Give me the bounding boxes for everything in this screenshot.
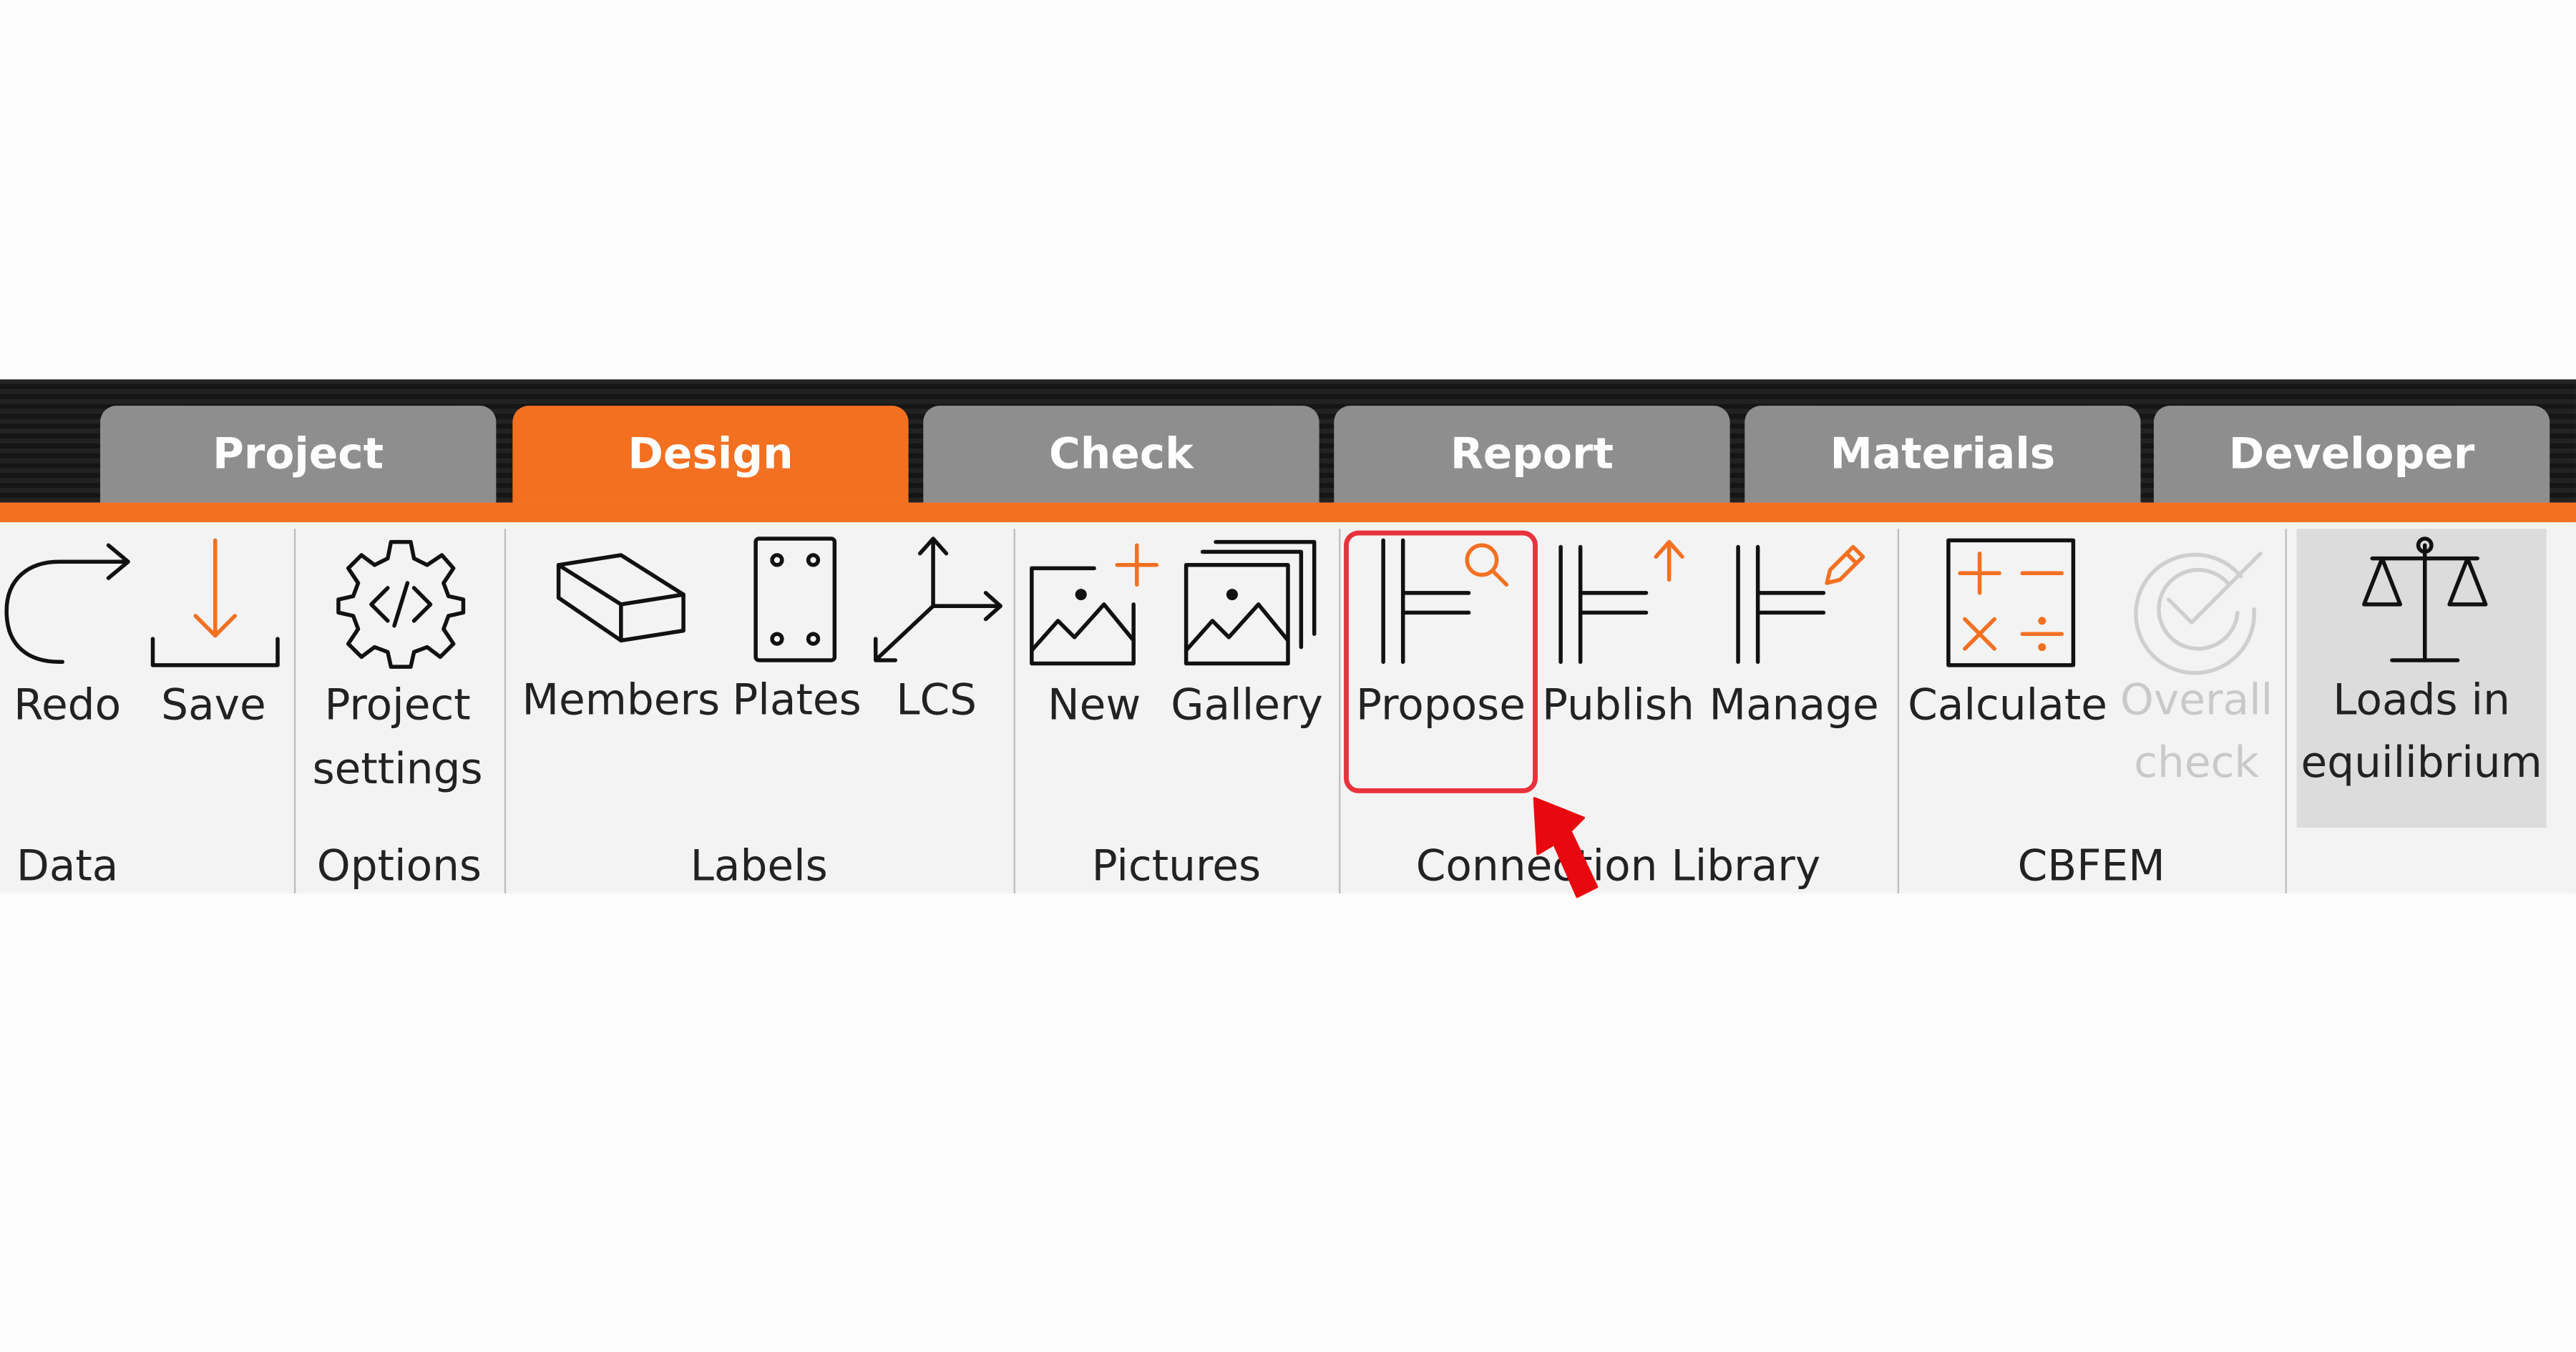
- new-picture-button[interactable]: New: [1025, 529, 1163, 742]
- group-separator: [1339, 529, 1341, 893]
- group-separator: [504, 529, 507, 893]
- group-label-connection-library: Connection Library: [1415, 842, 1821, 892]
- save-icon: [150, 538, 280, 667]
- loads-label-1: Loads in: [2333, 676, 2510, 726]
- members-button[interactable]: Members: [519, 529, 723, 742]
- tab-accent-line: [0, 502, 2576, 523]
- group-label-labels: Labels: [690, 842, 828, 892]
- calculator-icon: [1946, 538, 2076, 667]
- tab-materials[interactable]: Materials: [1745, 406, 2141, 503]
- save-button[interactable]: Save: [145, 529, 283, 742]
- propose-button[interactable]: Propose: [1350, 529, 1531, 742]
- new-picture-icon: [1030, 543, 1159, 666]
- project-settings-label-1: Project: [324, 681, 471, 731]
- gallery-button[interactable]: Gallery: [1166, 529, 1327, 742]
- gear-code-icon: [336, 539, 466, 669]
- plates-button[interactable]: Plates: [729, 529, 864, 742]
- loads-in-equilibrium-button[interactable]: Loads in equilibrium: [2297, 529, 2547, 828]
- overall-check-label-1: Overall: [2119, 676, 2273, 726]
- manage-label: Manage: [1709, 681, 1879, 731]
- tab-design[interactable]: Design: [512, 406, 909, 503]
- tab-project[interactable]: Project: [100, 406, 497, 503]
- plate-icon: [753, 537, 837, 662]
- group-separator: [2285, 529, 2287, 893]
- pointer-arrow-icon: [1533, 797, 1599, 898]
- manage-icon: [1736, 544, 1865, 665]
- tab-report[interactable]: Report: [1334, 406, 1730, 503]
- overall-check-label-2: check: [2134, 739, 2260, 789]
- group-label-data: Data: [16, 842, 119, 892]
- redo-label: Redo: [14, 681, 122, 731]
- group-separator: [1013, 529, 1015, 893]
- group-separator: [293, 529, 296, 893]
- new-picture-label: New: [1047, 681, 1141, 731]
- loads-button-highlight: [2296, 529, 2547, 828]
- publish-icon: [1558, 539, 1684, 665]
- plates-label: Plates: [732, 676, 862, 726]
- tab-check[interactable]: Check: [923, 406, 1319, 503]
- calculate-button[interactable]: Calculate: [1906, 529, 2109, 742]
- lcs-button[interactable]: LCS: [867, 529, 1005, 742]
- tab-developer[interactable]: Developer: [2153, 406, 2550, 503]
- lcs-label: LCS: [896, 676, 977, 726]
- beam-icon: [556, 553, 686, 643]
- publish-label: Publish: [1542, 681, 1694, 731]
- axes-icon: [873, 537, 1002, 662]
- propose-label: Propose: [1356, 681, 1526, 731]
- manage-button[interactable]: Manage: [1705, 529, 1883, 742]
- redo-button[interactable]: Redo: [0, 529, 135, 742]
- group-separator: [1897, 529, 1900, 893]
- scales-icon: [2362, 537, 2488, 662]
- propose-highlight-box: [1344, 530, 1538, 793]
- publish-button[interactable]: Publish: [1541, 529, 1696, 742]
- group-label-options: Options: [316, 842, 482, 892]
- group-label-pictures: Pictures: [1091, 842, 1262, 892]
- check-icon: [2134, 551, 2263, 675]
- gallery-label: Gallery: [1171, 681, 1323, 731]
- group-label-cbfem: CBFEM: [2017, 842, 2165, 892]
- gallery-icon: [1184, 539, 1317, 666]
- project-settings-label-2: settings: [312, 745, 483, 795]
- save-label: Save: [161, 681, 266, 731]
- redo-icon: [4, 543, 130, 665]
- propose-icon: [1381, 538, 1509, 665]
- members-label: Members: [522, 676, 721, 726]
- project-settings-button[interactable]: Project settings: [306, 529, 489, 808]
- overall-check-button[interactable]: Overall check: [2116, 529, 2277, 808]
- calculate-label: Calculate: [1908, 681, 2107, 731]
- loads-label-2: equilibrium: [2301, 739, 2542, 789]
